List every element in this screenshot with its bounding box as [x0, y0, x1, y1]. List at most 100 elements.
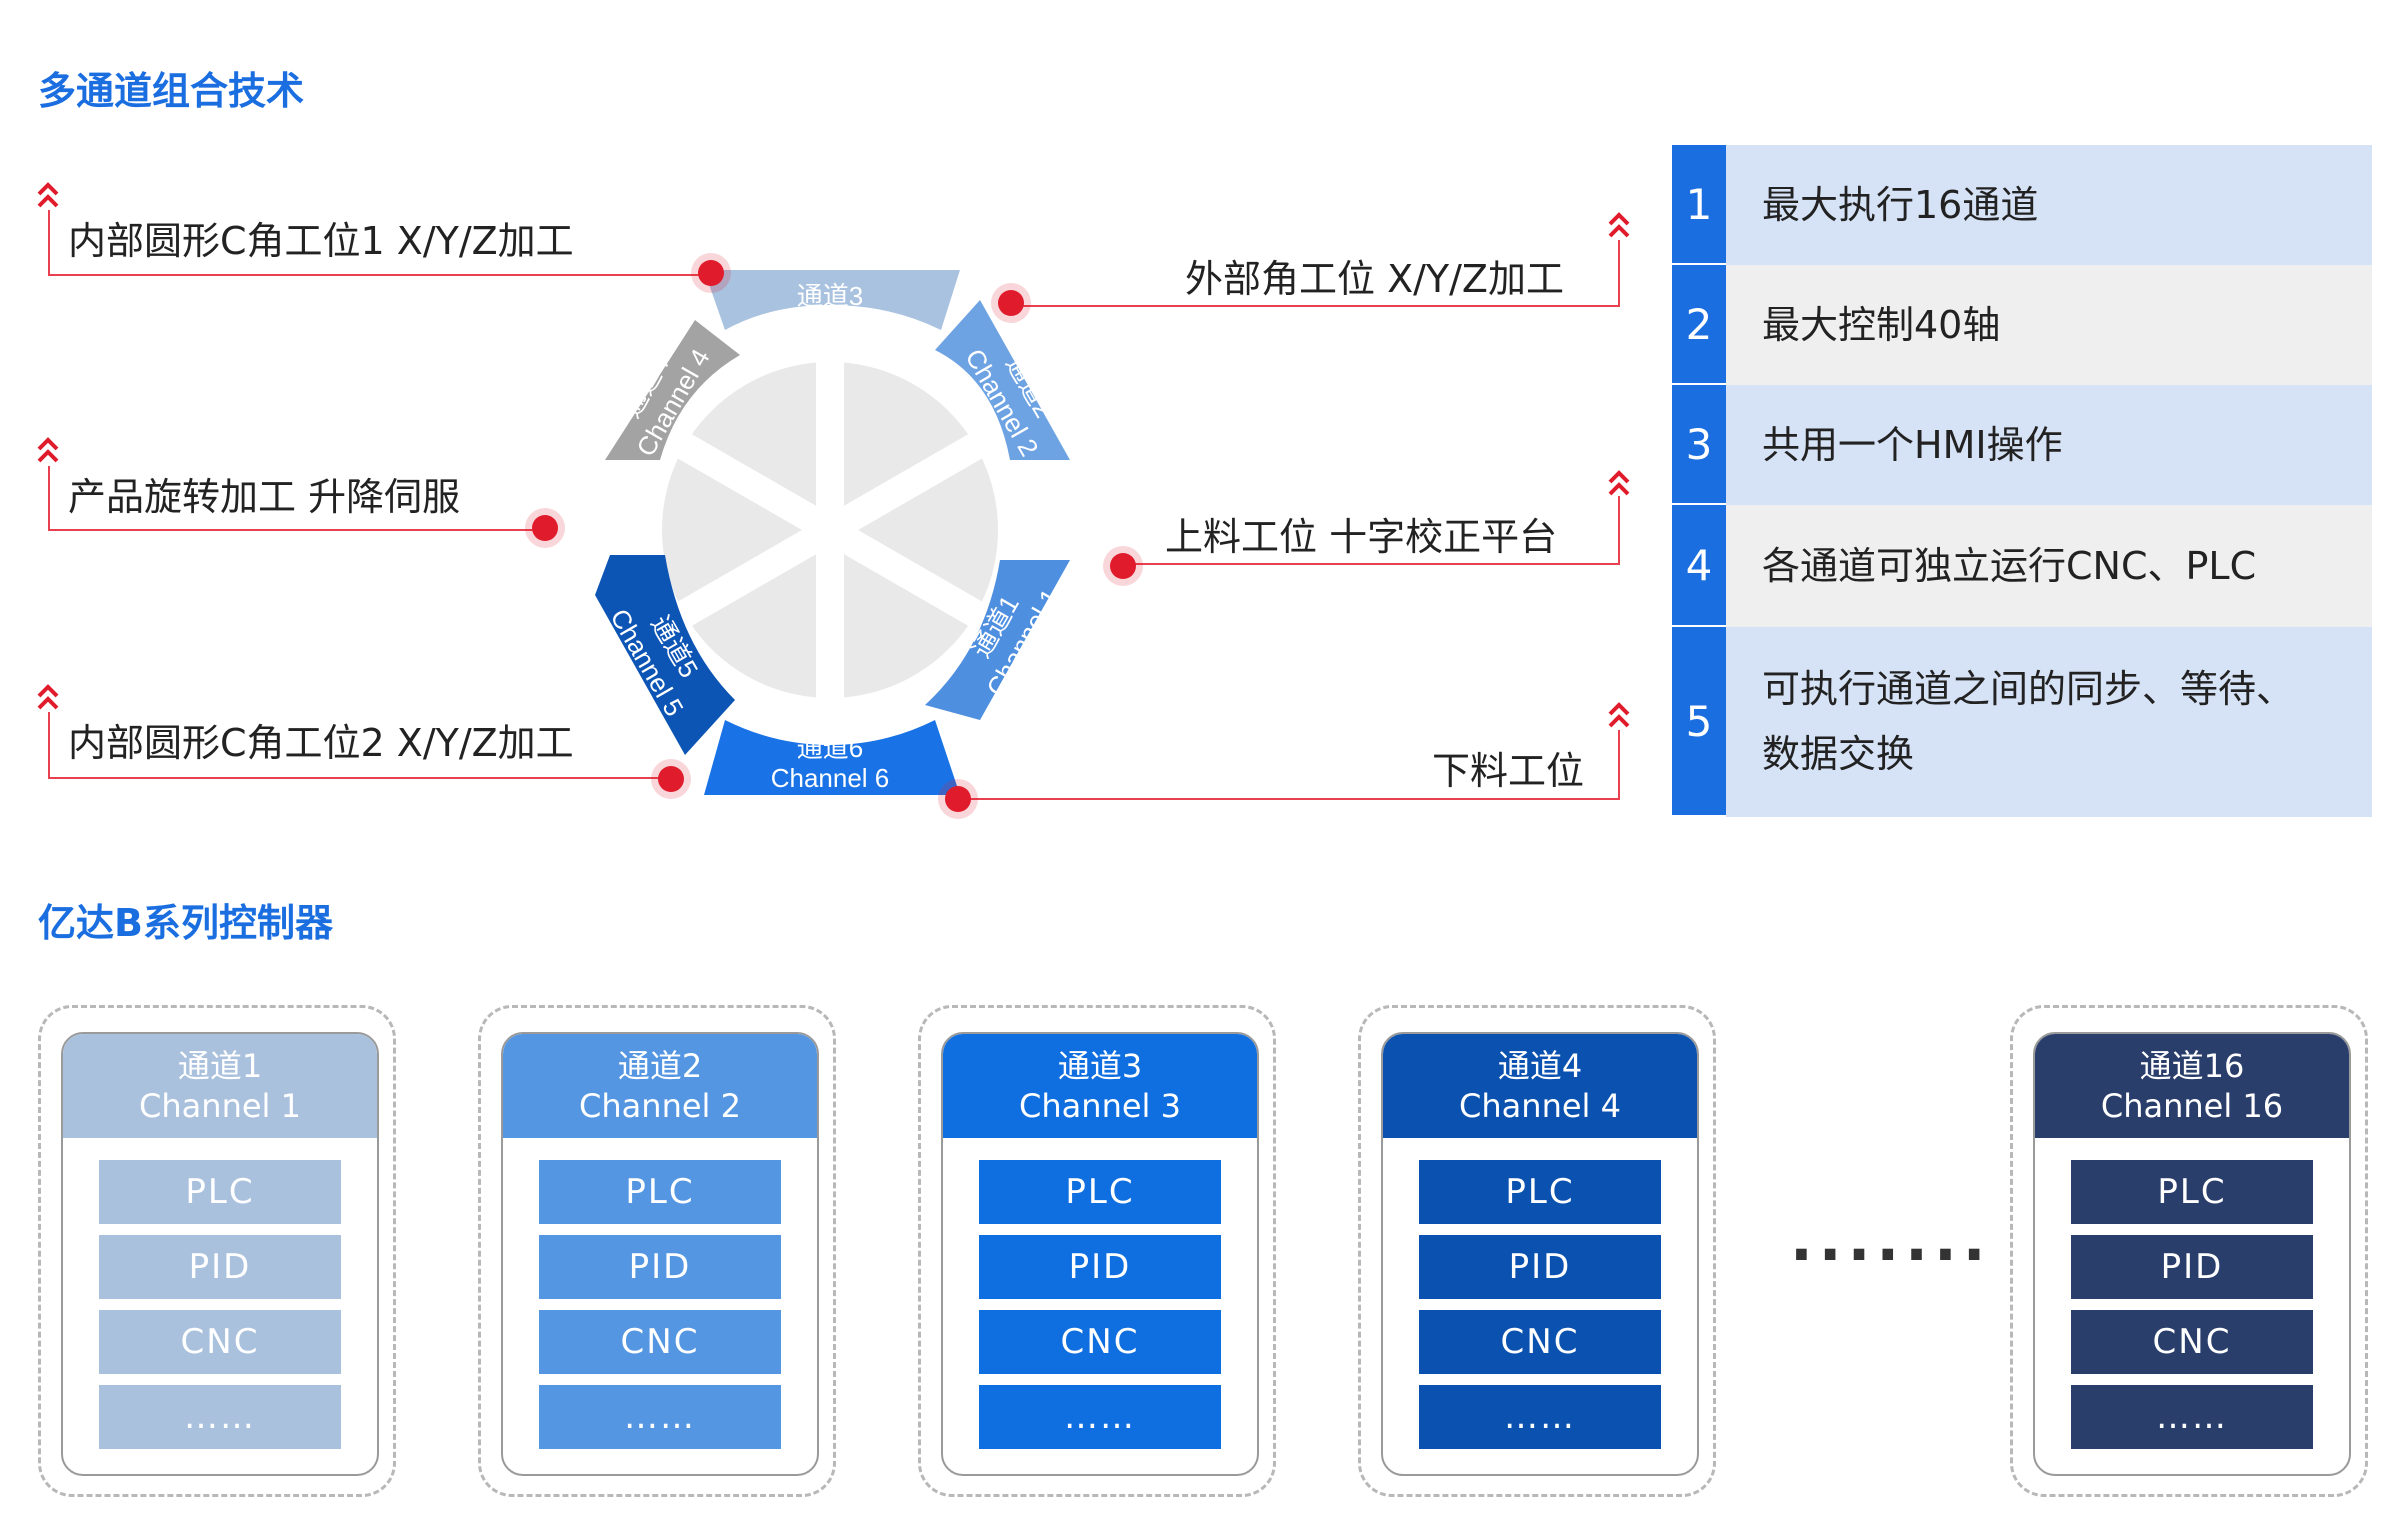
callout-line-right-2 — [1128, 563, 1620, 565]
channel-item: PID — [99, 1235, 341, 1299]
channel-item: …… — [539, 1385, 781, 1449]
callout-left-2: 产品旋转加工 升降伺服 — [68, 475, 461, 519]
channel-items: PLC PID CNC …… — [2035, 1138, 2349, 1449]
channel-card-header: 通道1 Channel 1 — [63, 1034, 377, 1138]
channel-item: CNC — [1419, 1310, 1661, 1374]
channel-item: PID — [539, 1235, 781, 1299]
callout-dot-left-3 — [658, 766, 684, 792]
feature-text: 最大控制40轴 — [1726, 265, 2372, 385]
channel-item: PLC — [539, 1160, 781, 1224]
feature-text: 最大执行16通道 — [1726, 145, 2372, 265]
more-channels-ellipsis: ······· — [1790, 1220, 1992, 1290]
channel-items: PLC PID CNC …… — [63, 1138, 377, 1449]
callout-right-1: 外部角工位 X/Y/Z加工 — [1185, 257, 1564, 301]
channel-name: 通道4 — [1497, 1047, 1583, 1085]
channel-card-inner: 通道3 Channel 3 PLC PID CNC …… — [941, 1032, 1259, 1476]
channel-items: PLC PID CNC …… — [1383, 1138, 1697, 1449]
hex-label-channel6: 通道6 Channel 6 — [771, 733, 890, 793]
feature-text-line: 数据交换 — [1762, 732, 1915, 776]
channel-en: Channel 3 — [1019, 1087, 1181, 1125]
feature-text: 共用一个HMI操作 — [1726, 385, 2372, 505]
channel-card-4: 通道4 Channel 4 PLC PID CNC …… — [1358, 1005, 1716, 1497]
channel-card-inner: 通道1 Channel 1 PLC PID CNC …… — [61, 1032, 379, 1476]
channel-item: PLC — [2071, 1160, 2313, 1224]
feature-list: 1 最大执行16通道 2 最大控制40轴 3 共用一个HMI操作 4 各通道可独… — [1672, 145, 2372, 817]
feature-number: 2 — [1672, 265, 1726, 385]
feature-number: 4 — [1672, 505, 1726, 627]
channel-items: PLC PID CNC …… — [503, 1138, 817, 1449]
hex-label-channel6-en: Channel 6 — [771, 763, 890, 793]
hex-segment-channel5 — [595, 555, 735, 755]
callout-line-left-1 — [48, 274, 711, 276]
hex-label-channel3: 通道3 Channel 3 — [771, 281, 890, 343]
feature-row-2: 2 最大控制40轴 — [1672, 265, 2372, 385]
channel-en: Channel 4 — [1459, 1087, 1621, 1125]
channel-card-1: 通道1 Channel 1 PLC PID CNC …… — [38, 1005, 396, 1497]
callout-line-right-2-v — [1618, 496, 1620, 565]
hex-segment-channel1 — [925, 560, 1070, 720]
channel-item: CNC — [539, 1310, 781, 1374]
feature-row-1: 1 最大执行16通道 — [1672, 145, 2372, 265]
channel-card-2: 通道2 Channel 2 PLC PID CNC …… — [478, 1005, 836, 1497]
callout-line-left-1-v — [48, 210, 50, 276]
channel-en: Channel 2 — [579, 1087, 741, 1125]
hex-segment-channel4 — [605, 320, 740, 460]
channel-hexagon-diagram: 通道3 Channel 3 通道2 Channel 2 通道1 Channel … — [595, 270, 1070, 795]
hex-segment-channel3 — [704, 270, 960, 330]
feature-row-5: 5 可执行通道之间的同步、等待、 数据交换 — [1672, 627, 2372, 817]
feature-text: 可执行通道之间的同步、等待、 数据交换 — [1726, 627, 2372, 817]
channel-item: CNC — [979, 1310, 1221, 1374]
chevron-up-icon — [37, 182, 59, 208]
feature-text-line: 可执行通道之间的同步、等待、 — [1762, 667, 2295, 712]
channel-card-inner: 通道2 Channel 2 PLC PID CNC …… — [501, 1032, 819, 1476]
chevron-up-icon — [1608, 702, 1630, 728]
callout-line-left-2 — [48, 529, 548, 531]
channel-card-inner: 通道16 Channel 16 PLC PID CNC …… — [2033, 1032, 2351, 1476]
hex-segment-channel6 — [704, 720, 960, 795]
chevron-up-icon — [1608, 212, 1630, 238]
channel-card-3: 通道3 Channel 3 PLC PID CNC …… — [918, 1005, 1276, 1497]
channel-item: PID — [979, 1235, 1221, 1299]
channel-name: 通道16 — [2139, 1047, 2245, 1085]
callout-line-left-2-v — [48, 466, 50, 531]
channel-card-header: 通道4 Channel 4 — [1383, 1034, 1697, 1138]
callout-line-right-1 — [1013, 305, 1620, 307]
channel-item: …… — [2071, 1385, 2313, 1449]
hex-label-channel3-cn: 通道3 — [797, 281, 863, 311]
channel-name: 通道1 — [177, 1047, 263, 1085]
channel-name: 通道2 — [617, 1047, 703, 1085]
channel-card-header: 通道2 Channel 2 — [503, 1034, 817, 1138]
feature-text: 各通道可独立运行CNC、PLC — [1726, 505, 2372, 627]
channel-item: CNC — [2071, 1310, 2313, 1374]
channel-en: Channel 1 — [139, 1087, 301, 1125]
channel-item: PLC — [979, 1160, 1221, 1224]
channel-item: PID — [2071, 1235, 2313, 1299]
section-title-multichannel: 多通道组合技术 — [38, 69, 305, 113]
channel-card-16: 通道16 Channel 16 PLC PID CNC …… — [2010, 1005, 2368, 1497]
channel-card-inner: 通道4 Channel 4 PLC PID CNC …… — [1381, 1032, 1699, 1476]
callout-line-right-3 — [960, 798, 1620, 800]
chevron-up-icon — [37, 684, 59, 710]
feature-number: 5 — [1672, 627, 1726, 817]
channel-card-header: 通道3 Channel 3 — [943, 1034, 1257, 1138]
chevron-up-icon — [1608, 470, 1630, 496]
channel-name: 通道3 — [1057, 1047, 1143, 1085]
feature-row-4: 4 各通道可独立运行CNC、PLC — [1672, 505, 2372, 627]
callout-line-left-3-v — [48, 712, 50, 779]
channel-item: CNC — [99, 1310, 341, 1374]
callout-line-right-1-v — [1618, 240, 1620, 307]
callout-dot-right-1 — [998, 290, 1024, 316]
channel-item: PLC — [1419, 1160, 1661, 1224]
callout-dot-right-3 — [945, 786, 971, 812]
channel-en: Channel 16 — [2100, 1087, 2284, 1125]
channel-item: PID — [1419, 1235, 1661, 1299]
hexagon-center-disc — [653, 335, 1007, 725]
feature-number: 1 — [1672, 145, 1726, 265]
callout-line-right-3-v — [1618, 730, 1620, 800]
channel-item: …… — [99, 1385, 341, 1449]
callout-left-3: 内部圆形C角工位2 X/Y/Z加工 — [68, 721, 574, 765]
callout-dot-left-1 — [698, 260, 724, 286]
channel-items: PLC PID CNC …… — [943, 1138, 1257, 1449]
channel-item: PLC — [99, 1160, 341, 1224]
callout-line-left-3 — [48, 777, 672, 779]
